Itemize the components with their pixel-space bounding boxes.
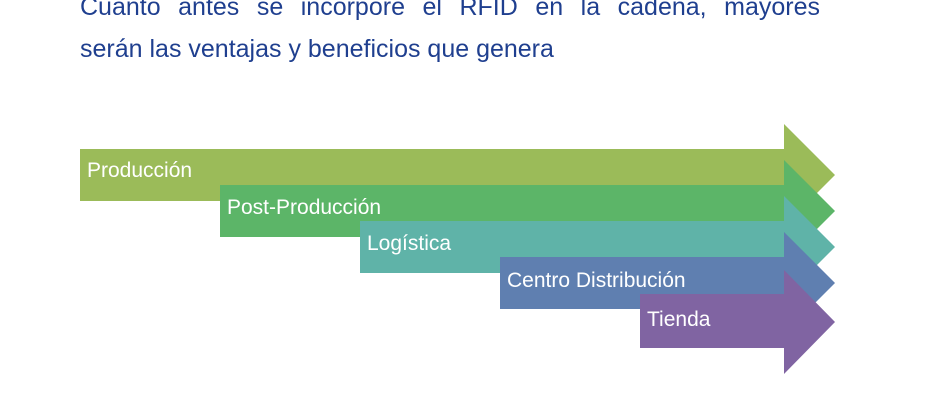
slide-title-line-2: serán las ventajas y beneficios que gene… bbox=[80, 35, 554, 63]
arrow-logistica-label: Logística bbox=[367, 232, 451, 255]
arrow-produccion-label: Producción bbox=[87, 159, 192, 182]
arrow-centro-distribucion-label: Centro Distribución bbox=[507, 269, 686, 292]
arrow-tienda-label: Tienda bbox=[647, 308, 711, 331]
arrow-post-produccion-label: Post-Producción bbox=[227, 196, 381, 219]
slide-title-line-1: Cuanto antes se incorpore el RFID en la … bbox=[80, 0, 820, 21]
arrow-tienda: Tienda bbox=[640, 270, 835, 374]
slide-title: Cuanto antes se incorpore el RFID en la … bbox=[80, 0, 820, 70]
arrow-tienda-shape bbox=[640, 270, 835, 374]
